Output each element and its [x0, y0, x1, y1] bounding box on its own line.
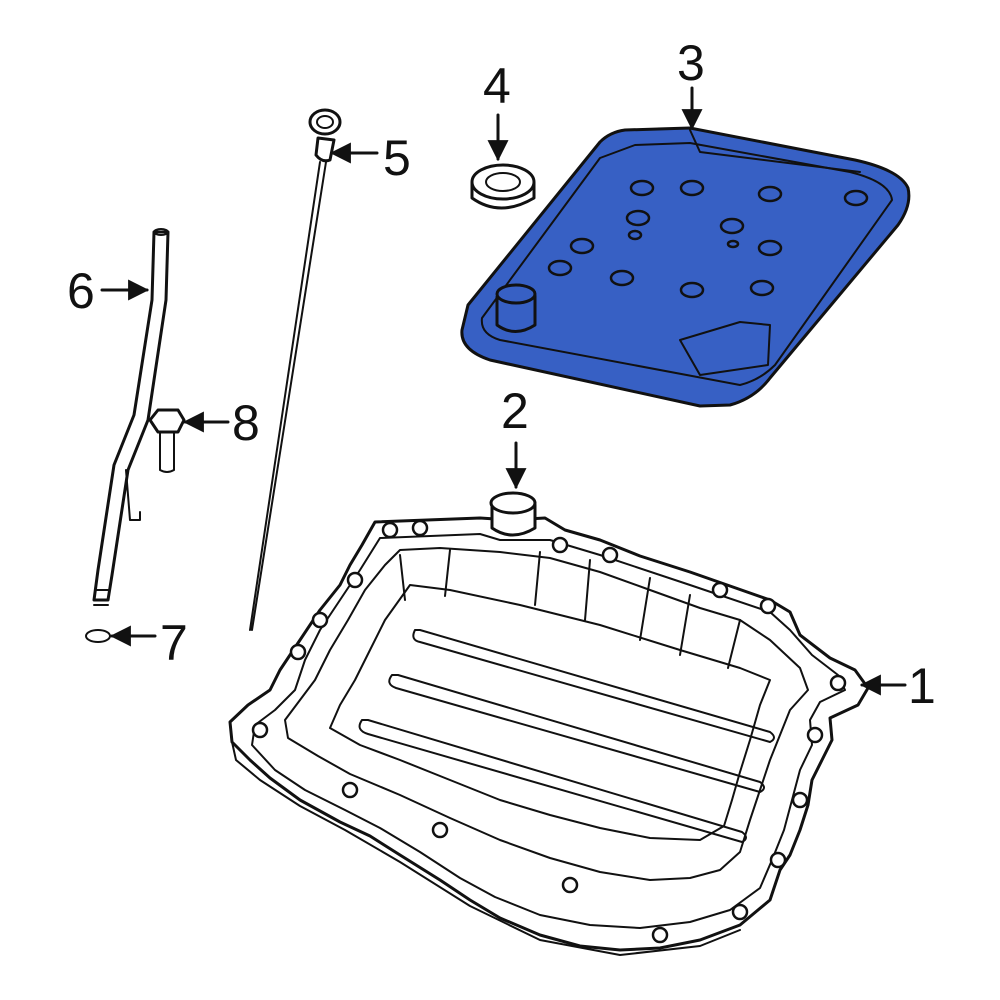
- part-bolt[interactable]: [148, 408, 186, 473]
- callout-label-2: 2: [501, 383, 529, 439]
- callout-label-4: 4: [483, 58, 511, 114]
- callout-label-6: 6: [67, 263, 95, 319]
- callout-label-5: 5: [383, 130, 411, 186]
- callout-label-7: 7: [160, 615, 188, 671]
- part-drain-plug[interactable]: [489, 491, 537, 537]
- part-dipstick-tube[interactable]: [92, 228, 170, 606]
- callout-label-3: 3: [677, 35, 705, 91]
- callout-label-1: 1: [908, 658, 936, 714]
- part-o-ring[interactable]: [85, 629, 111, 643]
- part-oil-pan[interactable]: [228, 516, 870, 956]
- part-filter-seal[interactable]: [470, 163, 536, 210]
- callout-arrows: [100, 86, 907, 696]
- part-dipstick[interactable]: [249, 108, 342, 631]
- part-filter[interactable]: [460, 126, 911, 408]
- callout-label-8: 8: [232, 395, 260, 451]
